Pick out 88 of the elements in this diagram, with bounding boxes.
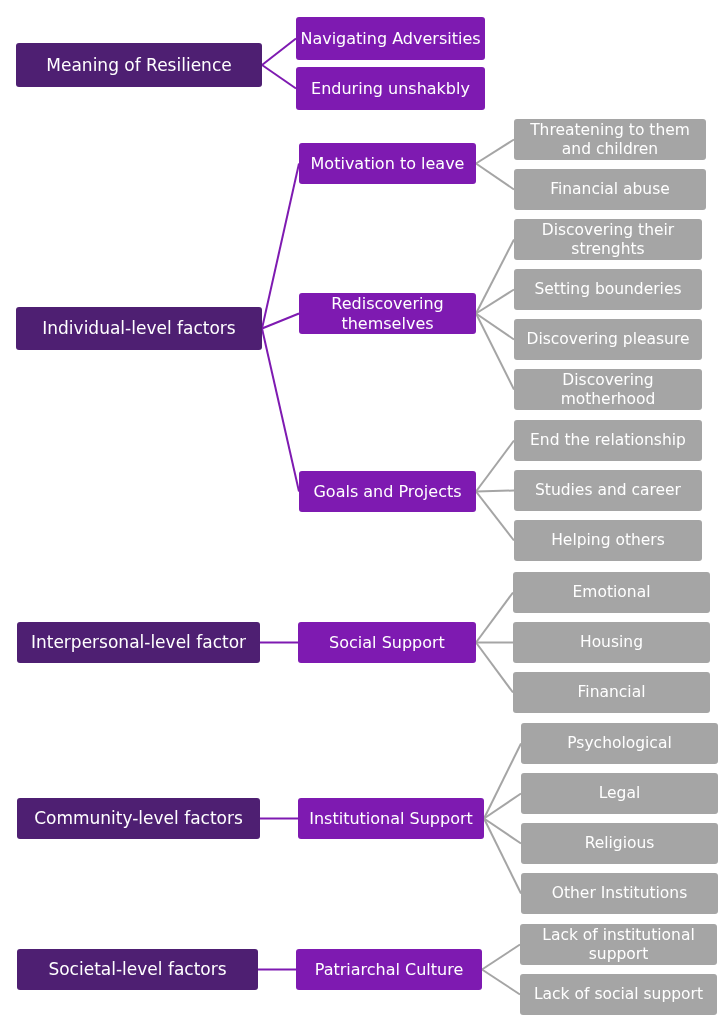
node-label: Discovering motherhood — [559, 370, 657, 409]
node-label: End the relationship — [530, 431, 686, 450]
node-label: Rediscovering themselves — [330, 294, 445, 333]
connector-line — [475, 490, 515, 542]
connector-line — [475, 288, 515, 315]
node-label: Emotional — [572, 583, 651, 602]
connector-line — [475, 439, 515, 493]
node-label: Helping others — [551, 531, 665, 550]
connector-line — [475, 312, 515, 391]
item-box — [514, 319, 702, 360]
connector-line — [257, 968, 297, 971]
node-label: Social Support — [329, 632, 445, 653]
item-box — [514, 420, 702, 461]
node-label: Lack of institutional support — [541, 925, 696, 964]
node-label: Psychological — [567, 734, 672, 753]
node-label: Other Institutions — [551, 884, 688, 903]
connector-line — [475, 238, 515, 315]
item-box — [514, 119, 706, 160]
node-label: Housing — [580, 633, 643, 652]
node-label: Meaning of Resilience — [46, 54, 232, 76]
item-box — [514, 269, 702, 310]
category-box — [16, 307, 262, 350]
node-label: Institutional Support — [309, 808, 473, 829]
connector-line — [475, 162, 515, 191]
node-label: Financial — [577, 683, 646, 702]
node-label: Studies and career — [535, 481, 681, 500]
connector-line — [261, 162, 300, 330]
connector-line — [475, 591, 514, 644]
connector-line — [259, 817, 299, 820]
connector-line — [475, 312, 515, 341]
item-box — [520, 974, 717, 1015]
node-label: Goals and Projects — [313, 481, 462, 502]
node-label: Patriarchal Culture — [314, 959, 464, 980]
connector-line — [475, 489, 515, 493]
item-box — [514, 169, 706, 210]
node-label: Enduring unshakbly — [311, 78, 470, 99]
category-box — [17, 949, 258, 990]
node-label: Threatening to them and children — [529, 120, 691, 159]
item-box — [521, 873, 718, 914]
subcategory-box — [296, 17, 485, 60]
node-label: Setting bounderies — [534, 280, 682, 299]
connector-line — [475, 641, 514, 644]
connector-line — [261, 64, 297, 90]
connector-line — [481, 943, 521, 971]
item-box — [513, 572, 710, 613]
category-box — [17, 622, 260, 663]
node-label: Societal-level factors — [48, 959, 227, 980]
connector-line — [261, 312, 300, 330]
item-box — [514, 520, 702, 561]
category-box — [17, 798, 260, 839]
item-box — [521, 823, 718, 864]
connector-line — [261, 327, 300, 493]
connector-line — [259, 641, 299, 644]
node-label: Discovering pleasure — [526, 330, 690, 349]
connector-line — [483, 742, 522, 820]
item-box — [514, 470, 702, 511]
node-label: Motivation to leave — [310, 153, 465, 174]
item-box — [521, 773, 718, 814]
node-label: Discovering their strenghts — [540, 220, 676, 259]
item-box — [513, 672, 710, 713]
connector-line — [481, 968, 521, 996]
connector-line — [483, 817, 522, 895]
item-box — [513, 622, 710, 663]
connector-line — [475, 138, 515, 165]
node-label: Community-level factors — [34, 808, 243, 829]
connector-line — [261, 37, 297, 66]
node-label: Interpersonal-level factor — [30, 632, 247, 653]
connector-line — [483, 792, 522, 820]
subcategory-box — [299, 143, 476, 184]
subcategory-box — [298, 798, 484, 839]
node-label: Navigating Adversities — [300, 28, 481, 49]
node-label: Individual-level factors — [42, 318, 236, 339]
category-box — [16, 43, 262, 87]
node-label: Religious — [584, 834, 655, 853]
subcategory-box — [299, 471, 476, 512]
subcategory-box — [299, 293, 476, 334]
connector-line — [483, 817, 522, 845]
subcategory-box — [298, 622, 476, 663]
subcategory-box — [296, 67, 485, 110]
item-box — [514, 369, 702, 410]
item-box — [521, 723, 718, 764]
node-label: Financial abuse — [550, 180, 670, 199]
node-label: Lack of social support — [533, 985, 704, 1004]
node-label: Legal — [598, 784, 641, 803]
subcategory-box — [296, 949, 482, 990]
connector-line — [475, 641, 514, 694]
item-box — [520, 924, 717, 965]
item-box — [514, 219, 702, 260]
